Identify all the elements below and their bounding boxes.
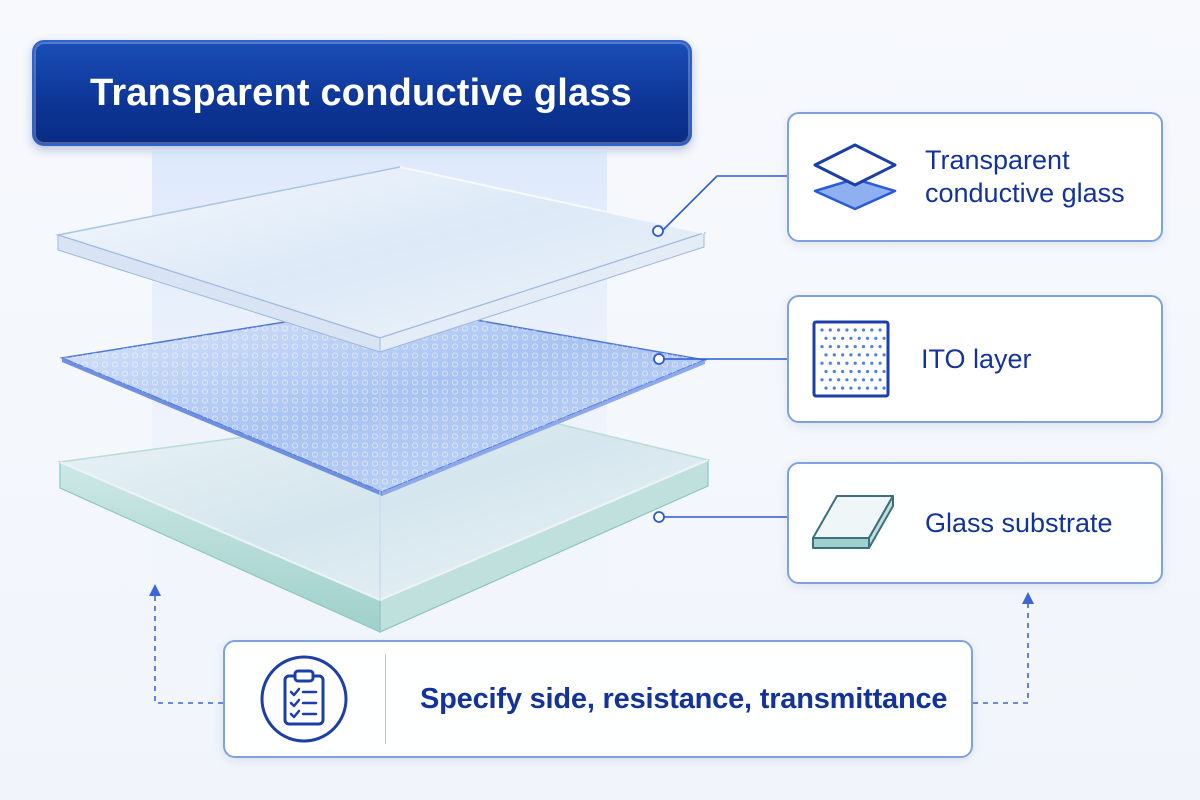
ito-layer (59, 304, 708, 496)
glass-substrate-layer (57, 404, 711, 633)
spec-arrow-right-head (1022, 592, 1034, 604)
stacked-layers-icon (813, 143, 897, 211)
spec-arrow-left (154, 592, 223, 704)
callout-transparent-conductive-glass: Transparent conductive glass (787, 112, 1163, 242)
spec-arrow-right (973, 600, 1029, 704)
connector-top-dot (652, 225, 664, 237)
spec-arrow-left-head (149, 584, 161, 596)
connector-mid-dot (653, 353, 665, 365)
page-title: Transparent conductive glass (90, 71, 632, 114)
clipboard-checklist-icon (260, 655, 348, 743)
connector-bot-dot (653, 511, 665, 523)
spec-divider (385, 654, 386, 744)
specification-box: Specify side, resistance, transmittance (223, 640, 973, 758)
callout-label: Transparent conductive glass (925, 145, 1125, 208)
title-banner: Transparent conductive glass (32, 40, 692, 146)
top-glass-right-edge (379, 232, 705, 353)
callout-label: ITO layer (921, 343, 1032, 374)
dotted-grid-icon (812, 320, 890, 398)
top-glass-layer (55, 166, 707, 353)
spec-arrows (154, 592, 1029, 704)
glass-slab-icon (812, 495, 894, 549)
callout-label: Glass substrate (925, 507, 1113, 538)
callout-glass-substrate: Glass substrate (787, 462, 1163, 584)
connectors (661, 175, 787, 518)
callout-ito-layer: ITO layer (787, 295, 1163, 423)
connector-top (661, 175, 787, 232)
spec-label: Specify side, resistance, transmittance (420, 682, 948, 715)
